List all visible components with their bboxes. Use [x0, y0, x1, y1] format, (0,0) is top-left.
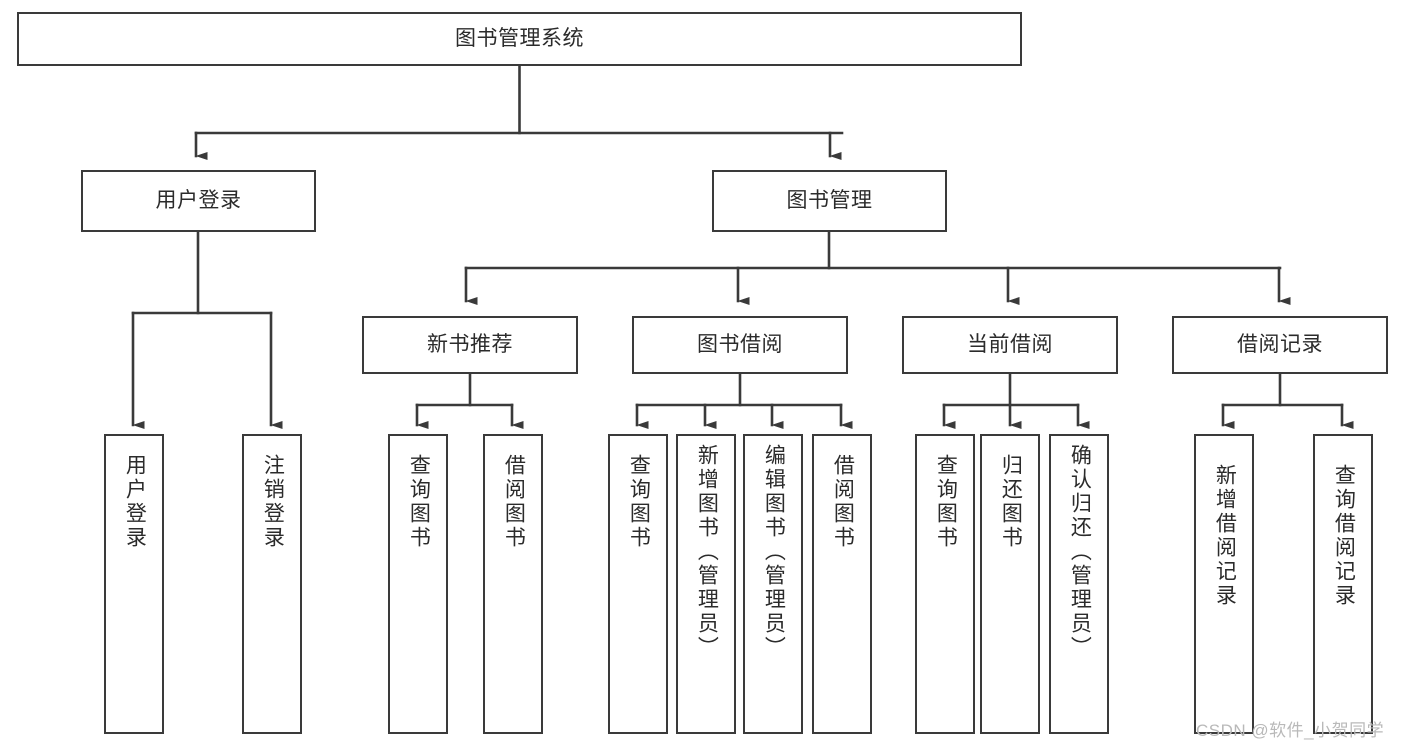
leaf-query-book-3-label: 查询图书	[934, 454, 958, 550]
node-borrow-record-label: 借阅记录	[1237, 332, 1323, 356]
node-book-manage[interactable]: 图书管理	[712, 170, 947, 232]
leaf-query-book-1-label: 查询图书	[407, 454, 431, 550]
leaf-add-record-label: 新增借阅记录	[1213, 464, 1237, 608]
leaf-logout-label: 注销登录	[261, 454, 285, 550]
node-book-manage-label: 图书管理	[786, 188, 873, 212]
leaf-borrow-book-1[interactable]: 借阅图书	[483, 434, 543, 734]
node-root-label: 图书管理系统	[455, 26, 584, 50]
node-current-borrow-label: 当前借阅	[967, 332, 1053, 356]
node-user-login[interactable]: 用户登录	[81, 170, 316, 232]
node-borrow-record[interactable]: 借阅记录	[1172, 316, 1388, 374]
node-book-borrow[interactable]: 图书借阅	[632, 316, 848, 374]
leaf-edit-book-label: 编辑图书（管理员）	[762, 444, 786, 660]
leaf-logout[interactable]: 注销登录	[242, 434, 302, 734]
leaf-query-book-1[interactable]: 查询图书	[388, 434, 448, 734]
leaf-confirm-return[interactable]: 确认归还（管理员）	[1049, 434, 1109, 734]
node-new-book-rec[interactable]: 新书推荐	[362, 316, 578, 374]
leaf-borrow-book-1-label: 借阅图书	[502, 454, 526, 550]
leaf-borrow-book-2-label: 借阅图书	[831, 454, 855, 550]
leaf-edit-book[interactable]: 编辑图书（管理员）	[743, 434, 803, 734]
leaf-add-record[interactable]: 新增借阅记录	[1194, 434, 1254, 734]
node-new-book-rec-label: 新书推荐	[427, 332, 513, 356]
node-user-login-label: 用户登录	[155, 188, 242, 212]
leaf-return-book[interactable]: 归还图书	[980, 434, 1040, 734]
leaf-return-book-label: 归还图书	[999, 454, 1023, 550]
leaf-confirm-return-label: 确认归还（管理员）	[1068, 444, 1092, 660]
node-root[interactable]: 图书管理系统	[17, 12, 1022, 66]
leaf-query-book-3[interactable]: 查询图书	[915, 434, 975, 734]
node-current-borrow[interactable]: 当前借阅	[902, 316, 1118, 374]
leaf-user-login[interactable]: 用户登录	[104, 434, 164, 734]
leaf-query-record-label: 查询借阅记录	[1332, 464, 1356, 608]
leaf-add-book-label: 新增图书（管理员）	[695, 444, 719, 660]
leaf-query-book-2-label: 查询图书	[627, 454, 651, 550]
leaf-query-book-2[interactable]: 查询图书	[608, 434, 668, 734]
leaf-add-book[interactable]: 新增图书（管理员）	[676, 434, 736, 734]
node-book-borrow-label: 图书借阅	[697, 332, 783, 356]
leaf-user-login-label: 用户登录	[123, 454, 147, 550]
leaf-query-record[interactable]: 查询借阅记录	[1313, 434, 1373, 734]
leaf-borrow-book-2[interactable]: 借阅图书	[812, 434, 872, 734]
